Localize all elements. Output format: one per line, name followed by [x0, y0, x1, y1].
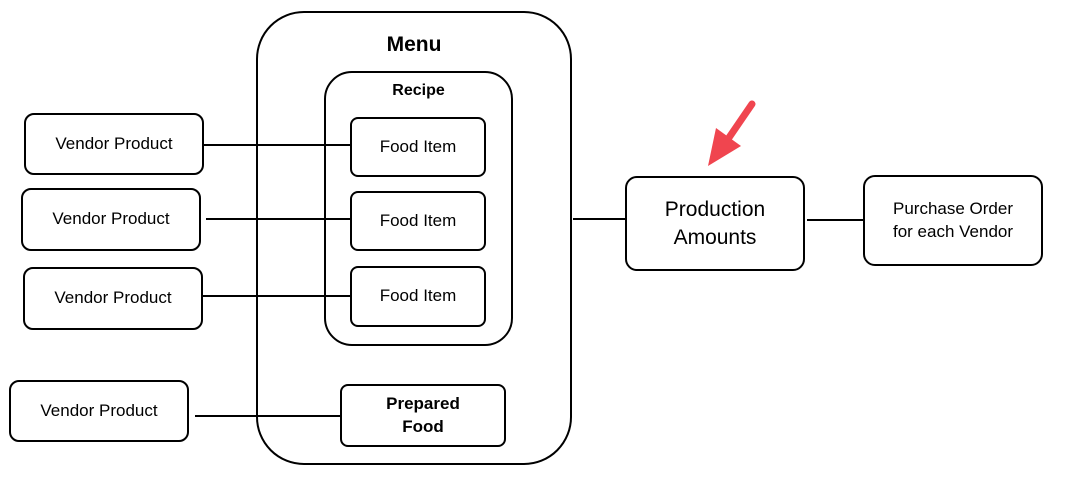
connector-production-purchase-order: [807, 219, 863, 221]
production-amounts-box: Production Amounts: [625, 176, 805, 271]
connector-vendor4-prepared: [195, 415, 340, 417]
connector-vendor2-food2: [206, 218, 350, 220]
vendor-product-label: Vendor Product: [54, 288, 172, 308]
food-item-label: Food Item: [379, 136, 457, 156]
prepared-food-line1: Prepared: [386, 394, 460, 414]
prepared-food-line2: Food: [402, 416, 444, 436]
vendor-product-label: Vendor Product: [40, 400, 158, 420]
vendor-product-2: Vendor Product: [21, 188, 201, 251]
food-item-label: Food Item: [379, 286, 457, 306]
production-amounts-line1: Production: [664, 198, 766, 222]
food-item-label: Food Item: [379, 210, 457, 230]
purchase-order-line1: Purchase Order: [893, 199, 1013, 219]
vendor-product-3: Vendor Product: [23, 267, 203, 330]
recipe-title: Recipe: [392, 82, 445, 99]
vendor-product-1: Vendor Product: [24, 113, 204, 175]
food-item-3: Food Item: [350, 266, 486, 327]
menu-title: Menu: [386, 33, 442, 56]
vendor-product-label: Vendor Product: [52, 209, 170, 229]
connector-vendor1-food1: [204, 144, 350, 146]
purchase-order-box: Purchase Order for each Vendor: [863, 175, 1043, 266]
connector-menu-production: [573, 218, 625, 220]
food-item-2: Food Item: [350, 191, 486, 251]
vendor-product-4: Vendor Product: [9, 380, 189, 442]
connector-vendor3-food3: [203, 295, 350, 297]
purchase-order-line2: for each Vendor: [892, 221, 1014, 241]
food-item-1: Food Item: [350, 117, 486, 177]
production-amounts-line2: Amounts: [673, 225, 757, 249]
vendor-product-label: Vendor Product: [55, 133, 173, 153]
prepared-food-box: Prepared Food: [340, 384, 506, 447]
